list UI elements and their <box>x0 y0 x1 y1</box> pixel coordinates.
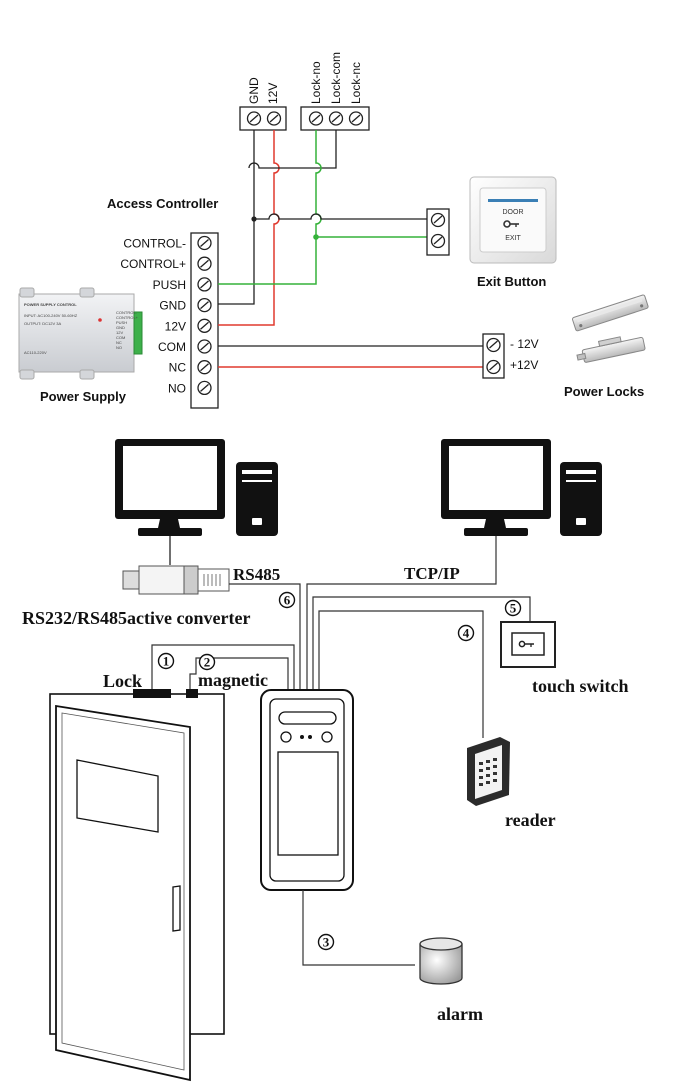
power-locks-label: Power Locks <box>564 384 644 399</box>
ps-side-label: NO <box>116 345 122 350</box>
lock-power-terminal <box>482 333 505 379</box>
controller-terminal-12v: 12V <box>165 318 212 333</box>
wire-tcpip <box>306 536 497 692</box>
alarm-device <box>419 937 463 985</box>
reader-label: reader <box>505 810 556 830</box>
access-controller-title: Access Controller <box>107 196 218 211</box>
label-12v-top: 12V <box>266 83 280 104</box>
power-supply-label: Power Supply <box>40 389 127 404</box>
exit-face-top: DOOR <box>503 209 524 216</box>
tcpip-label: TCP/IP <box>404 564 460 583</box>
left-monitor-icon <box>115 439 225 536</box>
ps-side-label: PUSH <box>116 320 127 325</box>
key-icon <box>518 640 534 648</box>
controller-terminal-gnd: GND <box>159 297 212 313</box>
power-terminal-block <box>239 106 287 131</box>
controller-terminal-control-: CONTROL- <box>123 235 212 251</box>
exit-face-bottom: EXIT <box>505 235 521 242</box>
controller-terminal-label: 12V <box>165 319 186 333</box>
wire-rs485 <box>229 583 301 692</box>
controller-terminal-no: NO <box>168 380 212 395</box>
ps-side-label: NC <box>116 340 122 345</box>
controller-terminal-label: NO <box>168 381 186 395</box>
controller-terminal-label: COM <box>158 340 186 354</box>
ps-panel-line1: INPUT: AC100-240V 50-60HZ <box>24 313 78 318</box>
wire-reader <box>318 610 484 738</box>
number-marker-5: 5 <box>504 599 522 617</box>
controller-terminal-label: NC <box>169 361 187 375</box>
number-marker-2: 2 <box>198 653 216 671</box>
controller-terminal-label: PUSH <box>153 278 186 292</box>
key-icon <box>503 220 519 228</box>
right-monitor-icon <box>441 439 551 536</box>
touch-switch-device <box>500 621 556 668</box>
door-cabinet <box>49 689 225 1082</box>
exit-button-label: Exit Button <box>477 274 546 289</box>
wire-gnd <box>218 130 255 305</box>
touch-switch-label: touch switch <box>532 676 629 696</box>
magnetic-label: magnetic <box>198 670 268 690</box>
right-computer-tower-icon <box>560 462 602 536</box>
exit-button-device: DOOR EXIT <box>469 176 557 264</box>
number-marker-4: 4 <box>457 624 475 642</box>
ps-side-label: GND <box>116 325 125 330</box>
svg-text:1: 1 <box>163 654 170 669</box>
label-lock-nc: Lock-nc <box>349 62 363 104</box>
controller-terminal-label: CONTROL- <box>123 237 186 251</box>
power-locks-device <box>572 294 649 363</box>
rs232-rs485-converter-icon <box>122 565 230 595</box>
label-gnd: GND <box>247 77 261 104</box>
svg-text:4: 4 <box>463 626 470 641</box>
wire-alarm <box>302 890 415 966</box>
svg-text:6: 6 <box>284 593 291 608</box>
ps-panel-line3: AC110-220V <box>24 350 47 355</box>
controller-terminals: CONTROL- CONTROL+ PUSH GND 12V COM NC NO <box>120 235 212 395</box>
lock-terminal-block <box>300 106 370 131</box>
number-markers: 1 2 3 4 5 6 <box>157 591 522 951</box>
power-supply-device: POWER SUPPLY CONTROL INPUT: AC100-240V 5… <box>18 287 143 380</box>
label-lock-com: Lock-com <box>329 52 343 104</box>
exit-terminal-block <box>426 208 450 256</box>
controller-terminal-label: CONTROL+ <box>120 257 186 271</box>
rs485-label: RS485 <box>233 565 280 584</box>
svg-text:5: 5 <box>510 601 517 616</box>
face-terminal-device <box>260 689 354 891</box>
converter-label: RS232/RS485active converter <box>22 608 250 628</box>
lock-label: Lock <box>103 671 142 691</box>
controller-terminal-control-: CONTROL+ <box>120 256 212 271</box>
controller-terminal-nc: NC <box>169 360 212 375</box>
wire-exit-gnd <box>254 213 427 220</box>
controller-terminal-label: GND <box>159 299 186 313</box>
ps-side-label: 12V <box>116 330 123 335</box>
number-marker-6: 6 <box>278 591 296 609</box>
wire-touch-switch <box>312 596 531 692</box>
lock-plus-label: +12V <box>510 358 538 372</box>
svg-text:2: 2 <box>204 655 211 670</box>
ps-side-label: CONTROL+ <box>116 315 139 320</box>
lock-minus-label: - 12V <box>510 337 539 351</box>
left-computer-tower-icon <box>236 462 278 536</box>
ps-side-label: CONTROL- <box>116 310 138 315</box>
wire-lock-com <box>248 130 337 169</box>
wire-lock-no <box>218 130 322 285</box>
ps-side-label: COM <box>116 335 125 340</box>
alarm-label: alarm <box>437 1004 483 1024</box>
ps-panel-line2: OUTPUT: DC12V 3A <box>24 321 61 326</box>
ps-panel-title: POWER SUPPLY CONTROL <box>24 302 77 307</box>
wire-lock <box>151 644 295 694</box>
label-lock-no: Lock-no <box>309 61 323 104</box>
number-marker-1: 1 <box>157 652 175 670</box>
reader-device <box>467 737 510 806</box>
svg-text:3: 3 <box>323 935 330 950</box>
controller-terminal-com: COM <box>158 339 212 354</box>
wire-12v <box>218 130 280 326</box>
wire-magnetic <box>189 657 289 694</box>
controller-terminal-push: PUSH <box>153 277 212 292</box>
number-marker-3: 3 <box>317 933 335 951</box>
